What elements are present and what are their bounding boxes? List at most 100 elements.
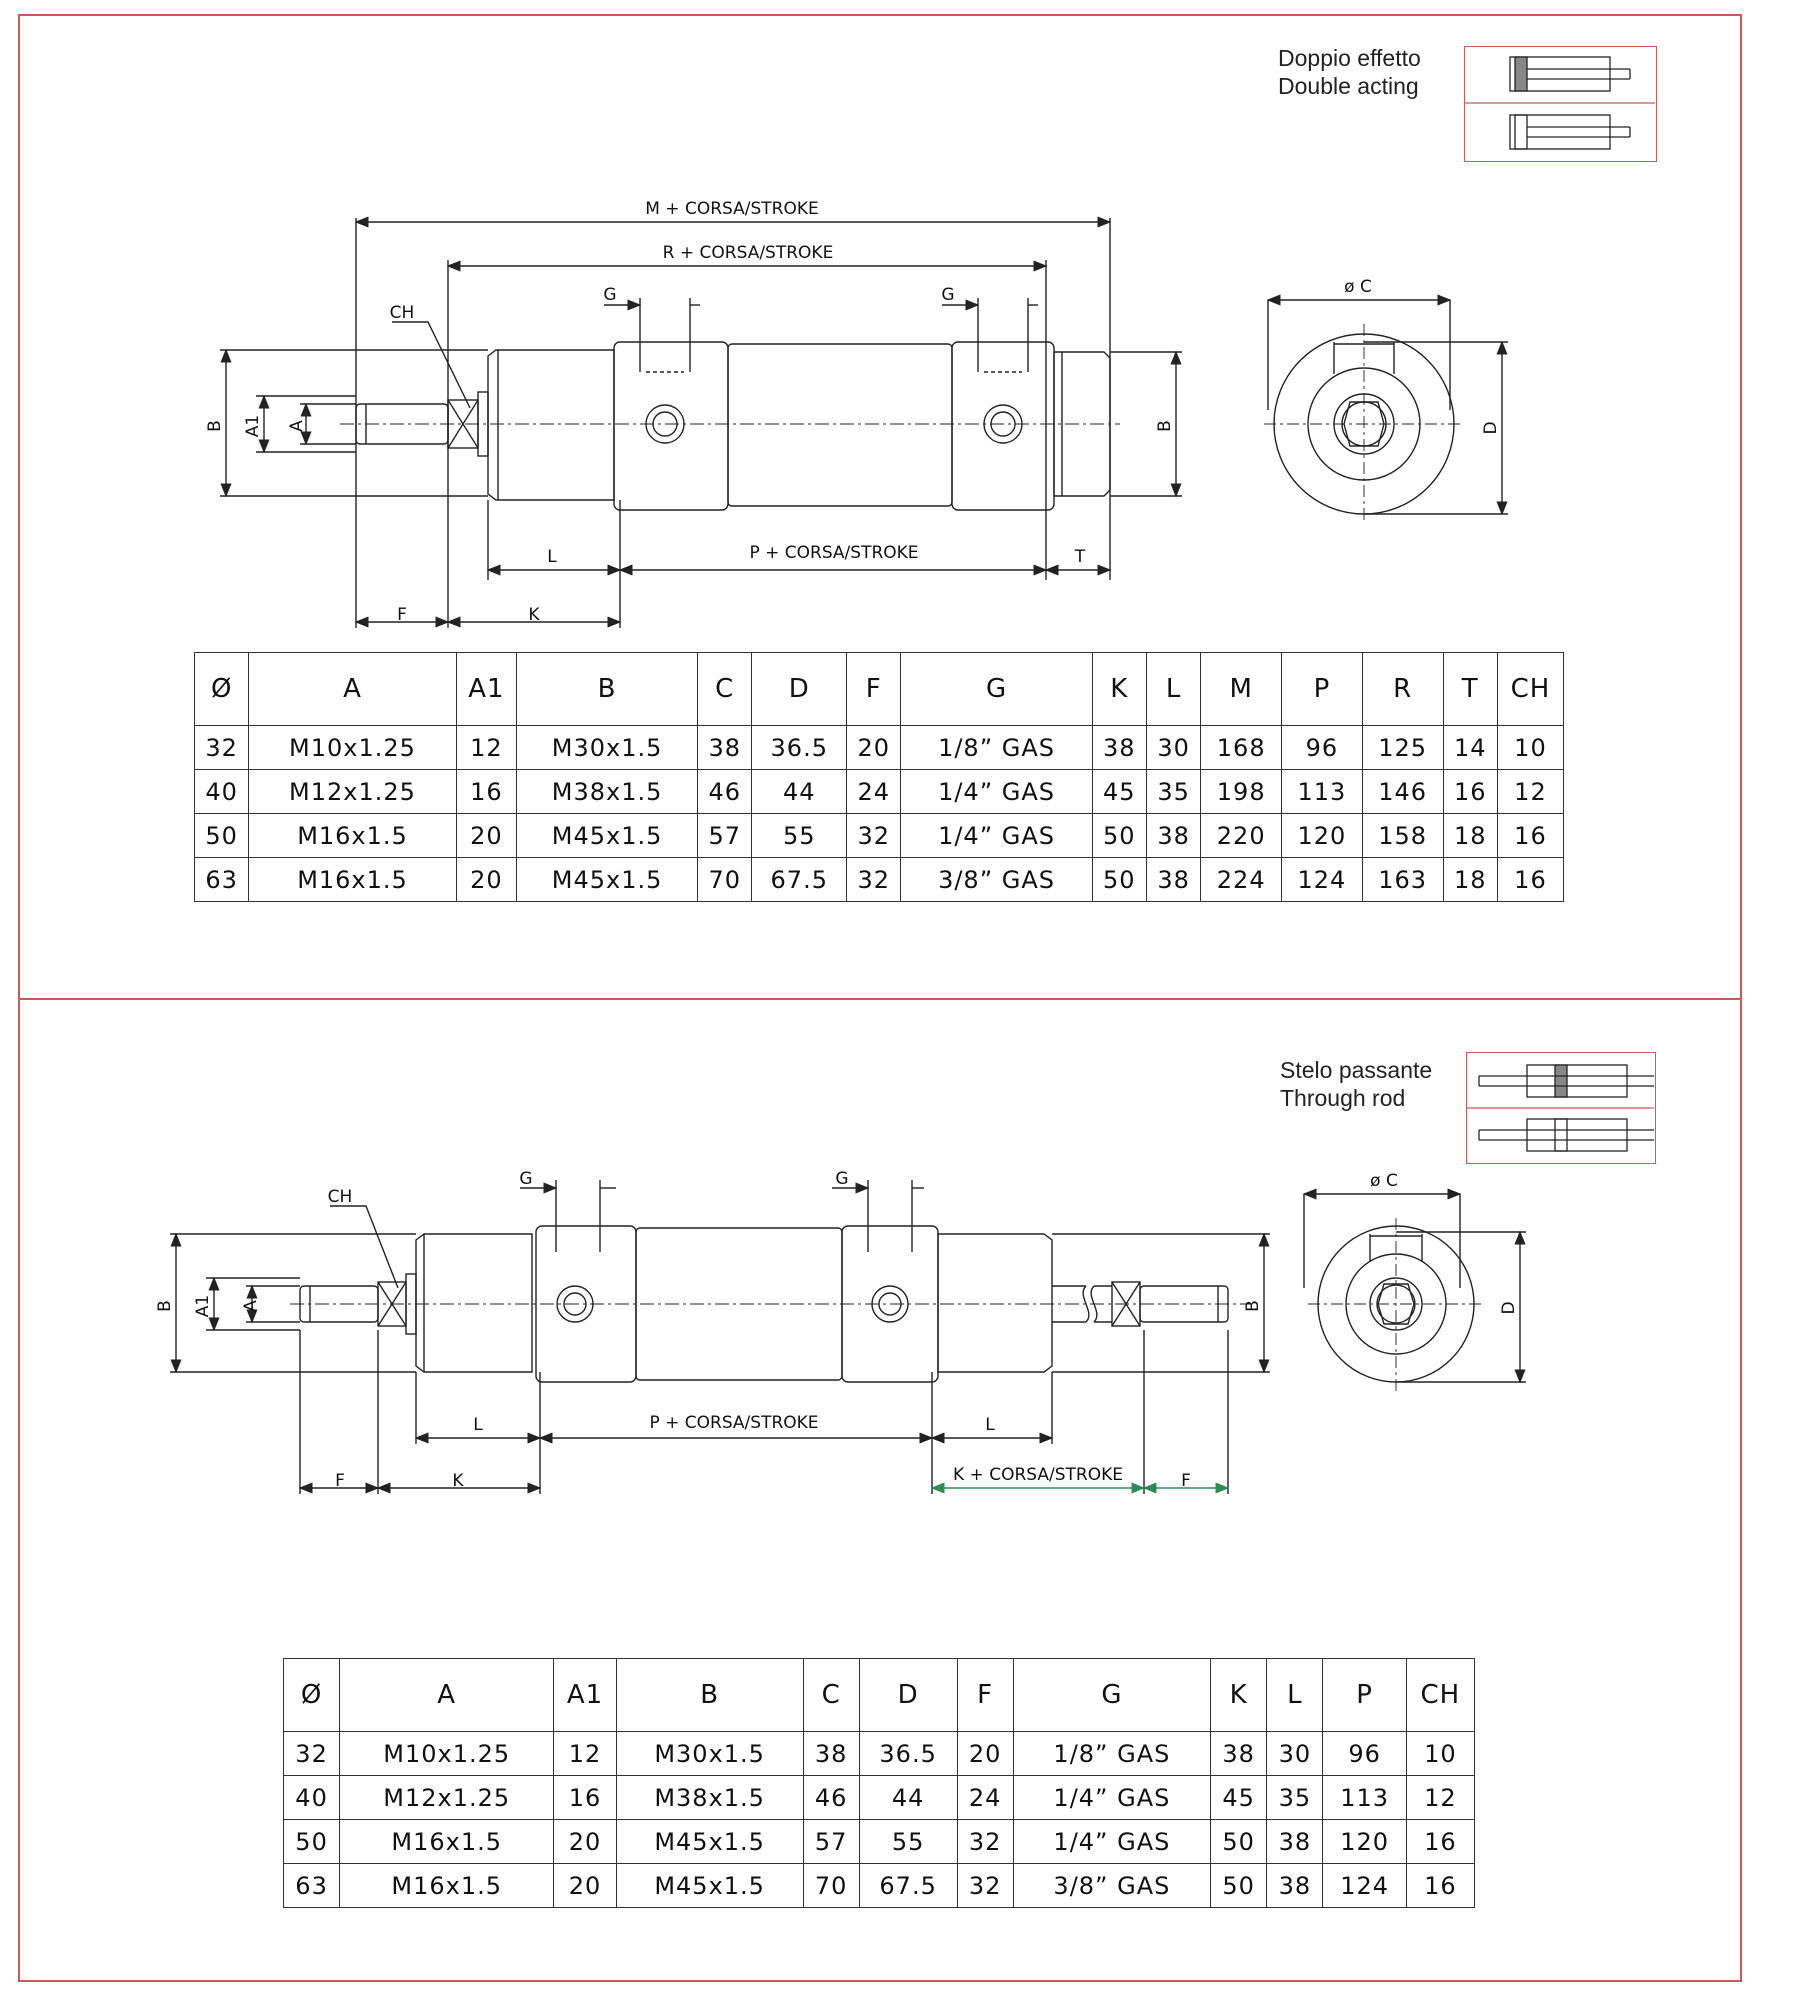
column-header-11: P — [1281, 652, 1363, 726]
table-cell: 1/4” GAS — [900, 769, 1093, 814]
column-header-8: K — [1091, 652, 1147, 726]
table-cell: 50 — [1210, 1819, 1268, 1864]
table-cell: 50 — [1210, 1863, 1268, 1908]
table-cell: M10x1.25 — [339, 1731, 555, 1776]
table-cell: 96 — [1322, 1731, 1407, 1776]
table-cell: 20 — [455, 857, 518, 902]
table-cell: 20 — [553, 1863, 617, 1908]
table-cell: 70 — [697, 857, 753, 902]
table-cell: 113 — [1281, 769, 1363, 814]
through-rod-symbol — [1466, 1052, 1656, 1164]
table-cell: 38 — [1266, 1819, 1324, 1864]
dim-f: F — [397, 605, 407, 625]
table-cell: 146 — [1361, 769, 1444, 814]
column-header-1: A — [339, 1658, 555, 1732]
dim-b-right: B — [1155, 420, 1175, 432]
dim-g-front: G — [603, 285, 616, 305]
dim-l: L — [547, 547, 557, 567]
through-rod-panel — [18, 998, 1742, 1982]
tr-dim-a1: A1 — [193, 1295, 213, 1317]
table-cell: 12 — [1405, 1775, 1476, 1820]
column-header-6: F — [956, 1658, 1014, 1732]
tr-dim-a: A — [241, 1300, 261, 1312]
table-cell: 40 — [193, 769, 250, 814]
table-cell: 18 — [1442, 857, 1498, 902]
table-cell: 16 — [1496, 813, 1565, 858]
table-cell: 124 — [1322, 1863, 1407, 1908]
double-acting-panel — [18, 14, 1742, 998]
column-header-7: G — [1012, 1658, 1212, 1732]
column-header-13: T — [1442, 652, 1498, 726]
double-acting-end-view: ø C D — [1264, 277, 1508, 524]
table-cell: 38 — [1091, 725, 1147, 770]
table-cell: 38 — [1145, 813, 1202, 858]
table-cell: 14 — [1442, 725, 1498, 770]
table-cell: 3/8” GAS — [900, 857, 1093, 902]
table-cell: 125 — [1361, 725, 1444, 770]
table-cell: 198 — [1200, 769, 1283, 814]
tr-dim-k: K — [452, 1471, 464, 1491]
tr-dim-b-right: B — [1243, 1300, 1263, 1312]
table-cell: 16 — [1442, 769, 1498, 814]
column-header-14: CH — [1496, 652, 1565, 726]
dim-a: A — [287, 420, 307, 432]
tr-dim-g-right: G — [835, 1169, 848, 1189]
table-cell: 20 — [956, 1731, 1014, 1776]
column-header-12: R — [1361, 652, 1444, 726]
tr-dim-k-stroke: K + CORSA/STROKE — [953, 1465, 1123, 1485]
table-cell: 55 — [858, 1819, 958, 1864]
table-cell: M16x1.5 — [248, 857, 457, 902]
table-cell: 20 — [846, 725, 902, 770]
column-header-9: L — [1145, 652, 1202, 726]
table-cell: 1/4” GAS — [900, 813, 1093, 858]
table-cell: 220 — [1200, 813, 1283, 858]
table-cell: 163 — [1361, 857, 1444, 902]
table-cell: 24 — [846, 769, 902, 814]
dim-t: T — [1074, 547, 1086, 567]
table-cell: M45x1.5 — [516, 857, 699, 902]
table-cell: 10 — [1496, 725, 1565, 770]
table-cell: 20 — [553, 1819, 617, 1864]
through-rod-symbol-icon — [1467, 1064, 1654, 1152]
column-header-10: M — [1200, 652, 1283, 726]
table-cell: 50 — [282, 1819, 341, 1864]
table-cell: 1/4” GAS — [1012, 1819, 1212, 1864]
dim-b-left: B — [205, 420, 225, 432]
table-cell: M10x1.25 — [248, 725, 457, 770]
through-rod-end-view: ø C D — [1302, 1171, 1526, 1394]
table-cell: M12x1.25 — [248, 769, 457, 814]
column-header-3: B — [516, 652, 699, 726]
table-cell: M45x1.5 — [516, 813, 699, 858]
column-header-5: D — [751, 652, 848, 726]
column-header-0: Ø — [282, 1658, 341, 1732]
column-header-7: G — [900, 652, 1093, 726]
table-cell: 16 — [455, 769, 518, 814]
table-cell: 16 — [1405, 1863, 1476, 1908]
column-header-10: P — [1322, 1658, 1407, 1732]
column-header-2: A1 — [455, 652, 518, 726]
table-cell: 46 — [802, 1775, 860, 1820]
double-acting-symbol — [1464, 46, 1657, 162]
table-cell: M30x1.5 — [615, 1731, 804, 1776]
tr-dim-l-right: L — [985, 1415, 995, 1435]
table-cell: M45x1.5 — [615, 1819, 804, 1864]
tr-dim-p-stroke: P + CORSA/STROKE — [649, 1413, 818, 1433]
table-cell: 20 — [455, 813, 518, 858]
dim-m-stroke: M + CORSA/STROKE — [645, 199, 819, 219]
column-header-3: B — [615, 1658, 804, 1732]
table-cell: 67.5 — [751, 857, 848, 902]
table-cell: 168 — [1200, 725, 1283, 770]
table-cell: 224 — [1200, 857, 1283, 902]
table-cell: 12 — [1496, 769, 1565, 814]
table-cell: 32 — [956, 1819, 1014, 1864]
table-cell: 67.5 — [858, 1863, 958, 1908]
column-header-11: CH — [1405, 1658, 1476, 1732]
table-cell: 32 — [846, 813, 902, 858]
table-cell: 10 — [1405, 1731, 1476, 1776]
